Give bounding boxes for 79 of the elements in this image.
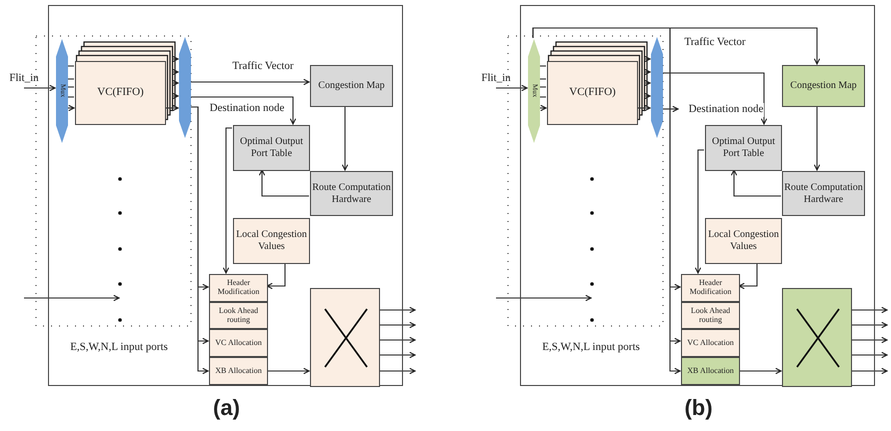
mux-shape: [528, 39, 540, 143]
box-label: VC(FIFO): [569, 86, 616, 100]
arrow: [24, 84, 56, 92]
pipeline-stage-box: [681, 357, 740, 385]
arrow: [379, 352, 416, 358]
box-label: Congestion Map: [790, 80, 857, 92]
process-box: [782, 65, 865, 107]
arrow: [67, 104, 75, 112]
mux-shape: [56, 39, 68, 143]
process-box: [233, 218, 310, 264]
pipeline-stage-box: [681, 274, 740, 302]
pipeline-stage-box: [209, 329, 268, 357]
arrow: [258, 169, 309, 197]
buffer-box: [75, 61, 166, 125]
arrow: [814, 106, 820, 171]
edge-label: Destination node: [688, 103, 764, 117]
arrow: [379, 322, 416, 328]
box-label: Header Modification: [688, 279, 732, 297]
box-label: Header Modification: [216, 279, 260, 297]
arrow: [662, 72, 768, 125]
arrow: [379, 306, 416, 314]
arrow: [694, 149, 704, 274]
arrow: [730, 169, 781, 197]
panel-caption: (b): [683, 395, 714, 421]
arrow: [190, 96, 296, 125]
pipeline-stage-box: [681, 329, 740, 357]
box-label: VC(FIFO): [97, 86, 144, 100]
port-label: E,S,W,N,L input ports: [69, 341, 169, 354]
process-box: [705, 218, 782, 264]
box-label: Optimal Output Port Table: [238, 136, 304, 160]
pipeline-stage-box: [209, 274, 268, 302]
process-box: [310, 171, 393, 216]
arrow: [190, 78, 310, 86]
port-label: E,S,W,N,L input ports: [541, 341, 641, 354]
arrow: [637, 104, 651, 112]
pipeline-stage-box: [209, 357, 268, 385]
arrow: [379, 336, 416, 344]
crossbar-box: [782, 288, 852, 387]
box-label: Route Computation Hardware: [783, 182, 864, 206]
pipeline-stage-box: [209, 302, 268, 329]
box-label: Local Congestion Values: [235, 229, 308, 253]
box-label: Congestion Map: [318, 80, 385, 92]
box-label: VC Allocation: [215, 338, 262, 348]
demux-shape: [179, 37, 191, 138]
arrow: [266, 263, 286, 290]
box-label: Route Computation Hardware: [311, 182, 392, 206]
arrow: [851, 306, 888, 314]
crossbar-box: [310, 288, 380, 387]
arrow: [222, 127, 232, 274]
arrow: [539, 104, 547, 112]
demux-shape: [651, 37, 663, 138]
arrow: [851, 352, 888, 358]
box-label: VC Allocation: [687, 338, 734, 348]
table-box: [233, 125, 310, 171]
table-box: [705, 125, 782, 171]
buffer-box: [547, 61, 638, 125]
arrow: [342, 106, 348, 171]
arrow: [851, 322, 888, 328]
arrow: [738, 263, 758, 290]
arrow: [851, 368, 888, 374]
input-label: Flit_in: [481, 72, 511, 86]
pipeline-stage-box: [681, 302, 740, 329]
box-label: Optimal Output Port Table: [710, 136, 776, 160]
arrow: [662, 106, 679, 112]
panel-caption: (a): [212, 395, 241, 421]
box-label: Look Ahead routing: [218, 306, 260, 324]
box-label: Local Congestion Values: [707, 229, 780, 253]
arrow: [379, 368, 416, 374]
input-label: Flit_in: [9, 72, 39, 86]
arrow: [851, 336, 888, 344]
arrow: [267, 368, 310, 374]
process-box: [782, 171, 865, 216]
box-label: Look Ahead routing: [690, 306, 732, 324]
box-label: XB Allocation: [687, 366, 734, 376]
process-box: [310, 65, 393, 107]
arrow: [165, 104, 179, 112]
arrow: [496, 84, 528, 92]
box-label: XB Allocation: [215, 366, 262, 376]
arrow: [739, 368, 782, 374]
